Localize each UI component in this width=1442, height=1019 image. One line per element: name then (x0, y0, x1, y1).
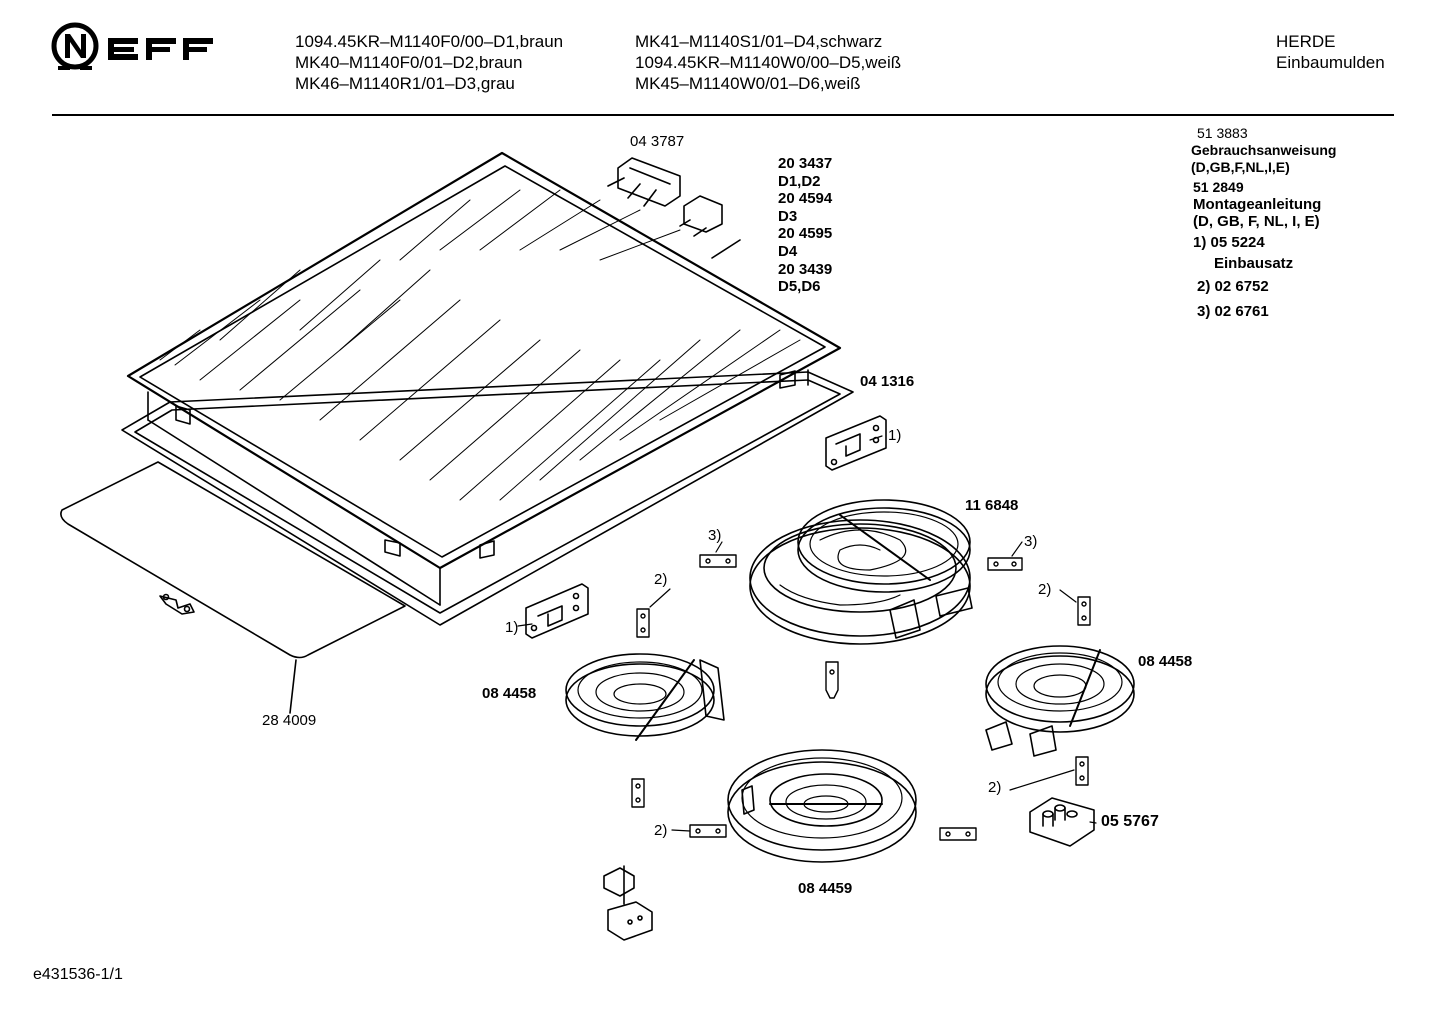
note-3: 3) 02 6761 (1197, 303, 1269, 320)
category: HERDE Einbaumulden (1276, 31, 1385, 73)
glass-variant: D1,D2 (778, 172, 821, 190)
lower-bracket (603, 865, 653, 941)
install-title: Montageanleitung (1193, 196, 1322, 213)
glass-code-list: 20 3437 D1,D2 20 4594 D3 20 4595 D4 20 3… (778, 155, 832, 296)
glass-variant: D4 (778, 242, 798, 260)
model-list-2: MK41–M1140S1/01–D4,schwarz 1094.45KR–M11… (635, 31, 901, 94)
terminal-block (1029, 797, 1095, 847)
ref-2-right: 2) (1038, 581, 1052, 598)
glass-code: 20 3437 (778, 155, 833, 172)
category-line: HERDE (1276, 32, 1336, 51)
neff-logo (51, 22, 213, 70)
part-connector: 04 3787 (630, 133, 685, 150)
ref-1-seal: 1) (888, 427, 902, 444)
mount-bracket (525, 583, 589, 639)
drawing-id: e431536-1/1 (33, 966, 123, 983)
connector-blocks (607, 157, 741, 259)
glass-code: 20 4594 (778, 190, 833, 208)
part-double-burner: 11 6848 (965, 497, 1019, 514)
manual-title: Gebrauchsanweisung (1191, 142, 1337, 158)
part-plate: 28 4009 (262, 712, 317, 729)
ref-2-left: 2) (654, 571, 668, 588)
note-1: 1) 05 5224 (1193, 234, 1265, 251)
part-terminal: 05 5767 (1101, 813, 1159, 830)
leader-lines (517, 435, 1097, 832)
ref-3-left: 3) (708, 527, 722, 544)
cooktop-tub (121, 369, 854, 626)
model-line: MK41–M1140S1/01–D4,schwarz (635, 32, 883, 51)
model-line: MK46–M1140R1/01–D3,grau (295, 74, 515, 93)
part-burner-left: 08 4458 (482, 685, 537, 702)
burner-right (985, 645, 1135, 757)
category-line: Einbaumulden (1276, 53, 1385, 72)
manual-languages: (D,GB,F,NL,I,E) (1191, 159, 1290, 175)
model-line: 1094.45KR–M1140F0/00–D1,braun (295, 32, 564, 51)
part-seal: 04 1316 (860, 373, 915, 390)
manual-number: 51 3883 (1197, 125, 1248, 141)
glass-code: 20 3439 (778, 260, 833, 278)
double-burner (749, 499, 973, 645)
bottom-plate (60, 461, 406, 714)
glass-variant: D5,D6 (778, 278, 821, 296)
glass-reflections (159, 189, 801, 501)
ref-2-front: 2) (654, 822, 668, 839)
model-line: MK40–M1140F0/01–D2,braun (295, 53, 523, 72)
model-line: MK45–M1140W0/01–D6,weiß (635, 74, 861, 93)
part-burner-right: 08 4458 (1138, 653, 1193, 670)
glass-variant: D3 (778, 207, 798, 225)
note-2: 2) 02 6752 (1197, 278, 1269, 295)
model-line: 1094.45KR–M1140W0/00–D5,weiß (635, 53, 902, 72)
clips (631, 554, 1091, 841)
header-rule (52, 114, 1394, 116)
model-list-1: 1094.45KR–M1140F0/00–D1,braun MK40–M1140… (295, 31, 563, 94)
note-1-description: Einbausatz (1214, 255, 1294, 272)
part-burner-front: 08 4459 (798, 880, 853, 897)
install-number: 51 2849 (1193, 179, 1244, 195)
ref-3-right: 3) (1024, 533, 1038, 550)
install-languages: (D, GB, F, NL, I, E) (1193, 213, 1320, 230)
ref-1-bracket: 1) (505, 619, 519, 636)
documentation-list: 51 3883 Gebrauchsanweisung (D,GB,F,NL,I,… (1191, 125, 1337, 320)
burner-front (727, 749, 917, 863)
glass-code: 20 4595 (778, 225, 833, 243)
ref-2-terminal: 2) (988, 779, 1002, 796)
burner-left (565, 653, 725, 741)
glass-top (126, 151, 842, 570)
seal-bracket (825, 415, 887, 471)
